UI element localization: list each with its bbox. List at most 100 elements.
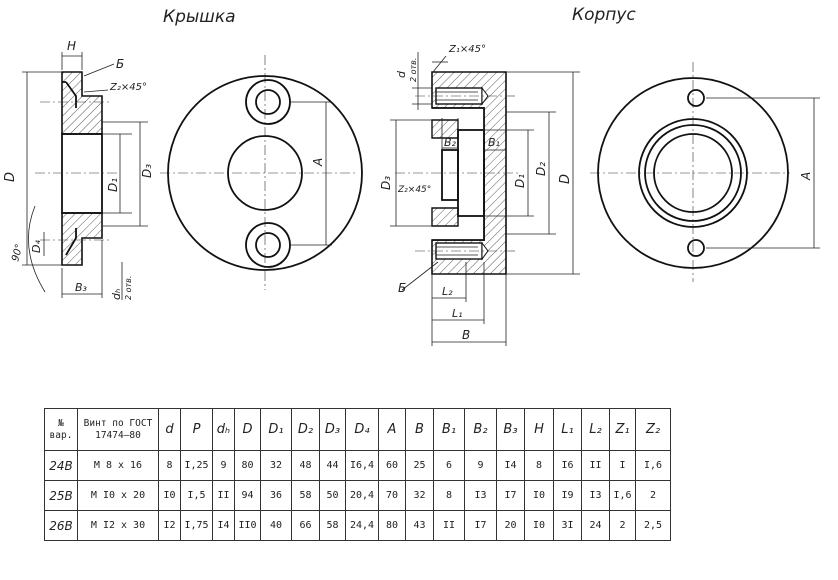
- cell-D3: 44: [319, 450, 346, 481]
- header-B3: B₃: [496, 408, 525, 451]
- table-row: 24B M 8 x 16 8 I,25 9 80 32 48 44 I6,4 6…: [44, 450, 671, 481]
- label-D1-right: D₁: [513, 174, 527, 188]
- cell-variant: 24B: [44, 450, 78, 481]
- housing-section-labels: d 2 отв. Z₁×45° D₃ Z₂×45° B₂ B₁ D₁ D₂ D …: [379, 44, 573, 342]
- label-B-mark: Б: [116, 57, 124, 71]
- cell-L2: 24: [581, 510, 610, 541]
- cell-D1: 36: [260, 480, 292, 511]
- header-P: P: [180, 408, 213, 451]
- dimensions-table: № вар. Винт по ГОСТ 17474–80 d P dₕ D D₁…: [44, 408, 671, 541]
- cell-D4: 24,4: [345, 510, 379, 541]
- header-B2: B₂: [464, 408, 497, 451]
- header-Z1: Z₁: [609, 408, 636, 451]
- cell-B2: I3: [464, 480, 497, 511]
- cell-d: I0: [158, 480, 181, 511]
- cover-section-view: [22, 52, 148, 300]
- label-B: B: [462, 328, 470, 342]
- cell-L1: I6: [553, 450, 582, 481]
- cell-B2: I7: [464, 510, 497, 541]
- housing-front-view: A: [590, 62, 820, 282]
- label-z1-chamfer: Z₁×45°: [448, 44, 486, 55]
- cover-section-labels: H Б Z₂×45° D D₁ D₃ D₄ 90° B₃ dₕ 2 отв.: [3, 39, 154, 300]
- header-D1: D₁: [260, 408, 292, 451]
- cell-Z2: 2,5: [635, 510, 671, 541]
- label-z2-chamfer-right: Z₂×45°: [397, 185, 431, 195]
- cell-B3: 20: [496, 510, 525, 541]
- cell-Z1: I: [609, 450, 636, 481]
- cell-Z2: I,6: [635, 450, 671, 481]
- label-two-holes-right: 2 отв.: [409, 58, 418, 82]
- cell-D2: 58: [291, 480, 320, 511]
- cell-H: I0: [524, 480, 554, 511]
- cell-D: 80: [234, 450, 261, 481]
- header-D3: D₃: [319, 408, 346, 451]
- cell-B1: 8: [433, 480, 465, 511]
- cell-dh: I4: [212, 510, 235, 541]
- cell-P: I,5: [180, 480, 213, 511]
- cell-D4: I6,4: [345, 450, 379, 481]
- label-L1: L₁: [452, 307, 463, 320]
- header-D4: D₄: [345, 408, 379, 451]
- header-variant: № вар.: [44, 408, 78, 451]
- cell-A: 70: [378, 480, 406, 511]
- cell-D: II0: [234, 510, 261, 541]
- cell-d: I2: [158, 510, 181, 541]
- cell-Z1: 2: [609, 510, 636, 541]
- header-B: B: [405, 408, 434, 451]
- cell-B: 43: [405, 510, 434, 541]
- cell-screw: M I2 x 30: [77, 510, 159, 541]
- label-L2: L₂: [442, 285, 453, 298]
- cell-dh: 9: [212, 450, 235, 481]
- header-D2: D₂: [291, 408, 320, 451]
- label-D: D: [3, 172, 18, 182]
- cell-D2: 48: [291, 450, 320, 481]
- header-L1: L₁: [553, 408, 582, 451]
- header-H: H: [524, 408, 554, 451]
- label-B-mark-right: Б: [398, 281, 406, 295]
- header-screw: Винт по ГОСТ 17474–80: [77, 408, 159, 451]
- cell-L1: 3I: [553, 510, 582, 541]
- cell-P: I,25: [180, 450, 213, 481]
- cell-Z2: 2: [635, 480, 671, 511]
- label-two-holes-left: 2 отв.: [124, 276, 133, 300]
- cell-H: I0: [524, 510, 554, 541]
- table-row: 25B M I0 x 20 I0 I,5 II 94 36 58 50 20,4…: [44, 480, 671, 511]
- label-B2: B₂: [444, 136, 457, 149]
- cell-screw: M I0 x 20: [77, 480, 159, 511]
- cell-A: 80: [378, 510, 406, 541]
- label-A-right: A: [799, 172, 813, 181]
- cell-D1: 32: [260, 450, 292, 481]
- label-z2-chamfer: Z₂×45°: [109, 82, 147, 93]
- cell-B2: 9: [464, 450, 497, 481]
- header-d: d: [158, 408, 181, 451]
- cell-P: I,75: [180, 510, 213, 541]
- header-A: A: [378, 408, 406, 451]
- cell-B: 25: [405, 450, 434, 481]
- cell-B1: II: [433, 510, 465, 541]
- label-D4: D₄: [30, 240, 43, 253]
- header-L2: L₂: [581, 408, 610, 451]
- label-H: H: [67, 39, 76, 53]
- cell-variant: 25B: [44, 480, 78, 511]
- cell-L2: II: [581, 450, 610, 481]
- label-A-left: A: [311, 158, 325, 167]
- header-D: D: [234, 408, 261, 451]
- header-B1: B₁: [433, 408, 465, 451]
- cell-L2: I3: [581, 480, 610, 511]
- cell-screw: M 8 x 16: [77, 450, 159, 481]
- cell-L1: I9: [553, 480, 582, 511]
- label-D3-right: D₃: [379, 176, 393, 190]
- label-D1: D₁: [106, 178, 120, 192]
- cell-D: 94: [234, 480, 261, 511]
- cell-D1: 40: [260, 510, 292, 541]
- label-dh: dₕ: [110, 289, 123, 300]
- cover-front-view: A: [160, 55, 363, 290]
- cell-Z1: I,6: [609, 480, 636, 511]
- cell-d: 8: [158, 450, 181, 481]
- title-housing: Корпус: [572, 5, 636, 25]
- label-D3: D₃: [140, 164, 154, 178]
- label-D-right: D: [558, 174, 573, 184]
- cell-dh: II: [212, 480, 235, 511]
- cell-A: 60: [378, 450, 406, 481]
